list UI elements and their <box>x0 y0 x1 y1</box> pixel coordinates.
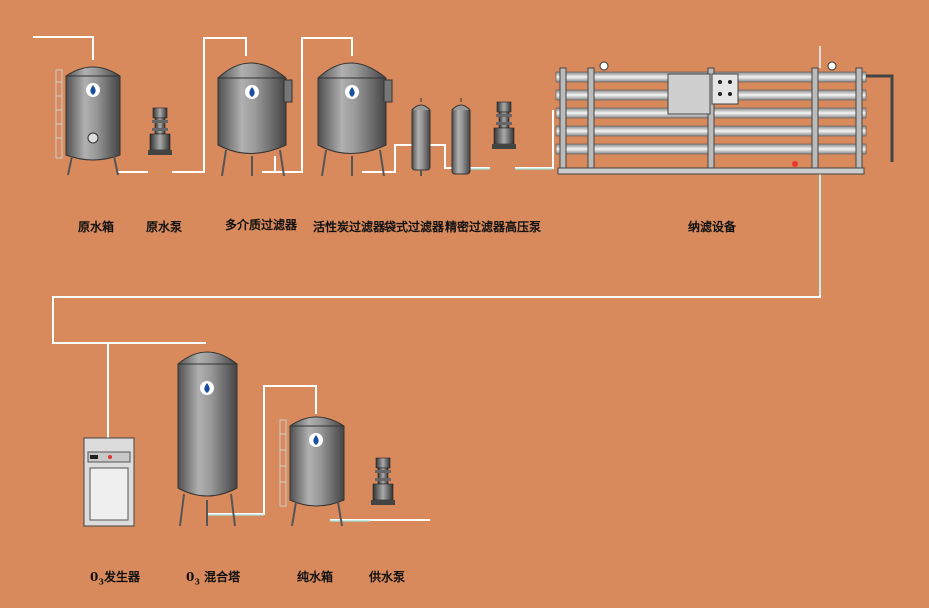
label-o3-mixing-tower: 03 混合塔 <box>186 570 241 587</box>
label-raw-water-pump: 原水泵 <box>146 220 183 234</box>
tank-logo-icon <box>245 85 259 99</box>
o3-generator <box>83 437 135 527</box>
gauge-icon <box>827 61 837 71</box>
supply-pump <box>370 457 396 506</box>
label-bag-filter: 袋式过滤器 <box>384 220 445 234</box>
tank-logo-icon <box>345 85 359 99</box>
pump-icon <box>370 457 396 506</box>
bag-filter <box>411 98 431 176</box>
label-o3-generator: 03发生器 <box>90 570 140 587</box>
tank-logo-icon <box>309 433 323 447</box>
gauge-icon <box>599 61 609 71</box>
nanofiltration-unit <box>555 46 894 175</box>
label-precision-filter: 精密过滤器 <box>445 220 506 234</box>
label-pure-water-tank: 纯水箱 <box>297 570 334 584</box>
label-raw-water-tank: 原水箱 <box>78 220 115 234</box>
tank-logo-icon <box>200 381 214 395</box>
o3-mixing-tower <box>177 351 238 527</box>
carbon-filter <box>317 62 393 177</box>
pump-icon <box>147 107 173 156</box>
pure-water-tank <box>279 416 345 527</box>
label-nanofiltration: 纳滤设备 <box>688 220 737 234</box>
label-high-pressure-pump: 高压泵 <box>505 220 542 234</box>
multimedia-filter <box>217 62 293 177</box>
raw-water-pump <box>147 107 173 156</box>
tank-logo-icon <box>86 83 100 97</box>
high-pressure-pump <box>491 101 517 150</box>
label-supply-pump: 供水泵 <box>369 570 406 584</box>
label-multimedia-filter: 多介质过滤器 <box>225 218 298 232</box>
pump-icon <box>491 101 517 150</box>
raw-water-tank <box>55 66 121 176</box>
label-carbon-filter: 活性炭过滤器 <box>313 220 386 234</box>
precision-filter <box>451 98 471 175</box>
